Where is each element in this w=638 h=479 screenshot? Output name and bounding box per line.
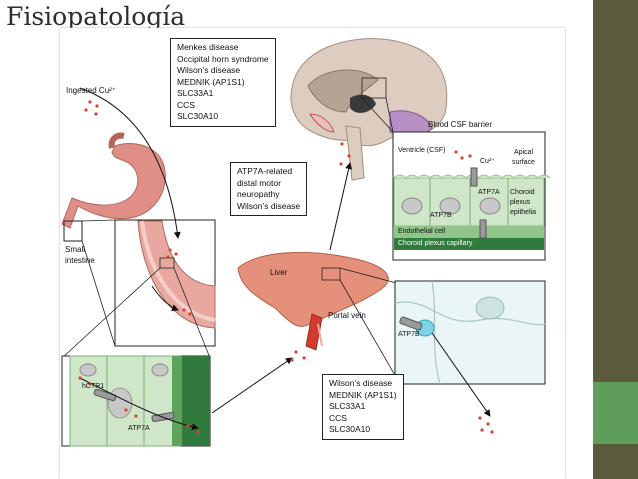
liver-disorder-item: SLC30A10: [329, 424, 371, 434]
small-intestine-label-2: intestine: [65, 256, 95, 265]
atp7a-disorder-item: neuropathy: [237, 189, 280, 199]
brain-disorder-item: SLC33A1: [177, 88, 214, 98]
choroid-label-line: epithelia: [510, 209, 537, 216]
atp7a-disorder-item: Wilson’s disease: [237, 200, 301, 211]
liver-disorder-item: MEDNIK (AP1S1): [329, 389, 397, 400]
liver-disorder-item: SLC33A1: [329, 401, 366, 411]
apical-label-line: Apical: [513, 149, 534, 156]
csf-atp7a-label: ATP7A: [478, 189, 500, 196]
ventricle-label: Ventricle (CSF): [398, 147, 446, 154]
stomach-illustration: [61, 132, 166, 229]
small-intestine-label-1: Small: [65, 245, 86, 254]
choroid-plexus-label: Choroid plexus epithelia: [510, 188, 536, 218]
choroid-label-line: Choroid: [510, 189, 535, 196]
brain-disorder-item: Wilson’s disease: [177, 65, 241, 75]
slide-title: Fisiopatología: [6, 2, 186, 31]
choroid-capillary-label: Choroid plexus capillary: [398, 240, 473, 247]
side-accent: [593, 382, 638, 444]
brain-disorders-box: Menkes disease Occipital horn syndrome W…: [170, 38, 276, 127]
portal-vein-label: Portal vein: [328, 311, 366, 320]
brain-disorder-item: MEDNIK (AP1S1): [177, 76, 245, 87]
blood-csf-barrier-label: Blood CSF barrier: [428, 120, 493, 129]
brain-disorder-item: Menkes disease: [177, 42, 239, 52]
brain-disorder-item: Occipital horn syndrome: [177, 53, 269, 64]
figure-illustration: [61, 38, 551, 447]
hctr1-label: hCTR1: [82, 383, 105, 390]
choroid-label-line: plexus: [510, 199, 531, 206]
apical-surface-label: Apical surface: [512, 148, 535, 168]
apical-label-line: surface: [512, 159, 535, 166]
liver-disorders-box: Wilson’s disease MEDNIK (AP1S1) SLC33A1 …: [322, 374, 404, 440]
csf-atp7b-label: ATP7B: [430, 212, 452, 219]
endothelial-cell-label: Endothelial cell: [398, 228, 446, 235]
brain-disorder-item: CCS: [177, 99, 195, 110]
hepatocyte-atp7b-label: ATP7B: [398, 331, 420, 338]
intestine-callout-box: [63, 220, 83, 242]
copper-ions: [78, 100, 494, 434]
atp7a-disorders-box: ATP7A-related distal motor neuropathy Wi…: [230, 162, 308, 216]
brain-disorder-item: SLC30A10: [177, 111, 219, 121]
copper-metabolism-figure: Ingested Cu²⁺ Small intestine Menkes dis…: [60, 28, 565, 479]
atp7a-disorder-item: ATP7A-related: [237, 166, 293, 176]
atp7a-disorder-item: distal motor: [237, 177, 281, 188]
csf-copper-label: Cu²⁺: [480, 158, 495, 165]
ingested-copper-label: Ingested Cu²⁺: [66, 86, 117, 95]
liver-disorder-item: Wilson’s disease: [329, 378, 393, 388]
liver-disorder-item: CCS: [329, 412, 347, 423]
enterocyte-atp7a-label: ATP7A: [128, 425, 150, 432]
liver-label: Liver: [270, 268, 288, 277]
